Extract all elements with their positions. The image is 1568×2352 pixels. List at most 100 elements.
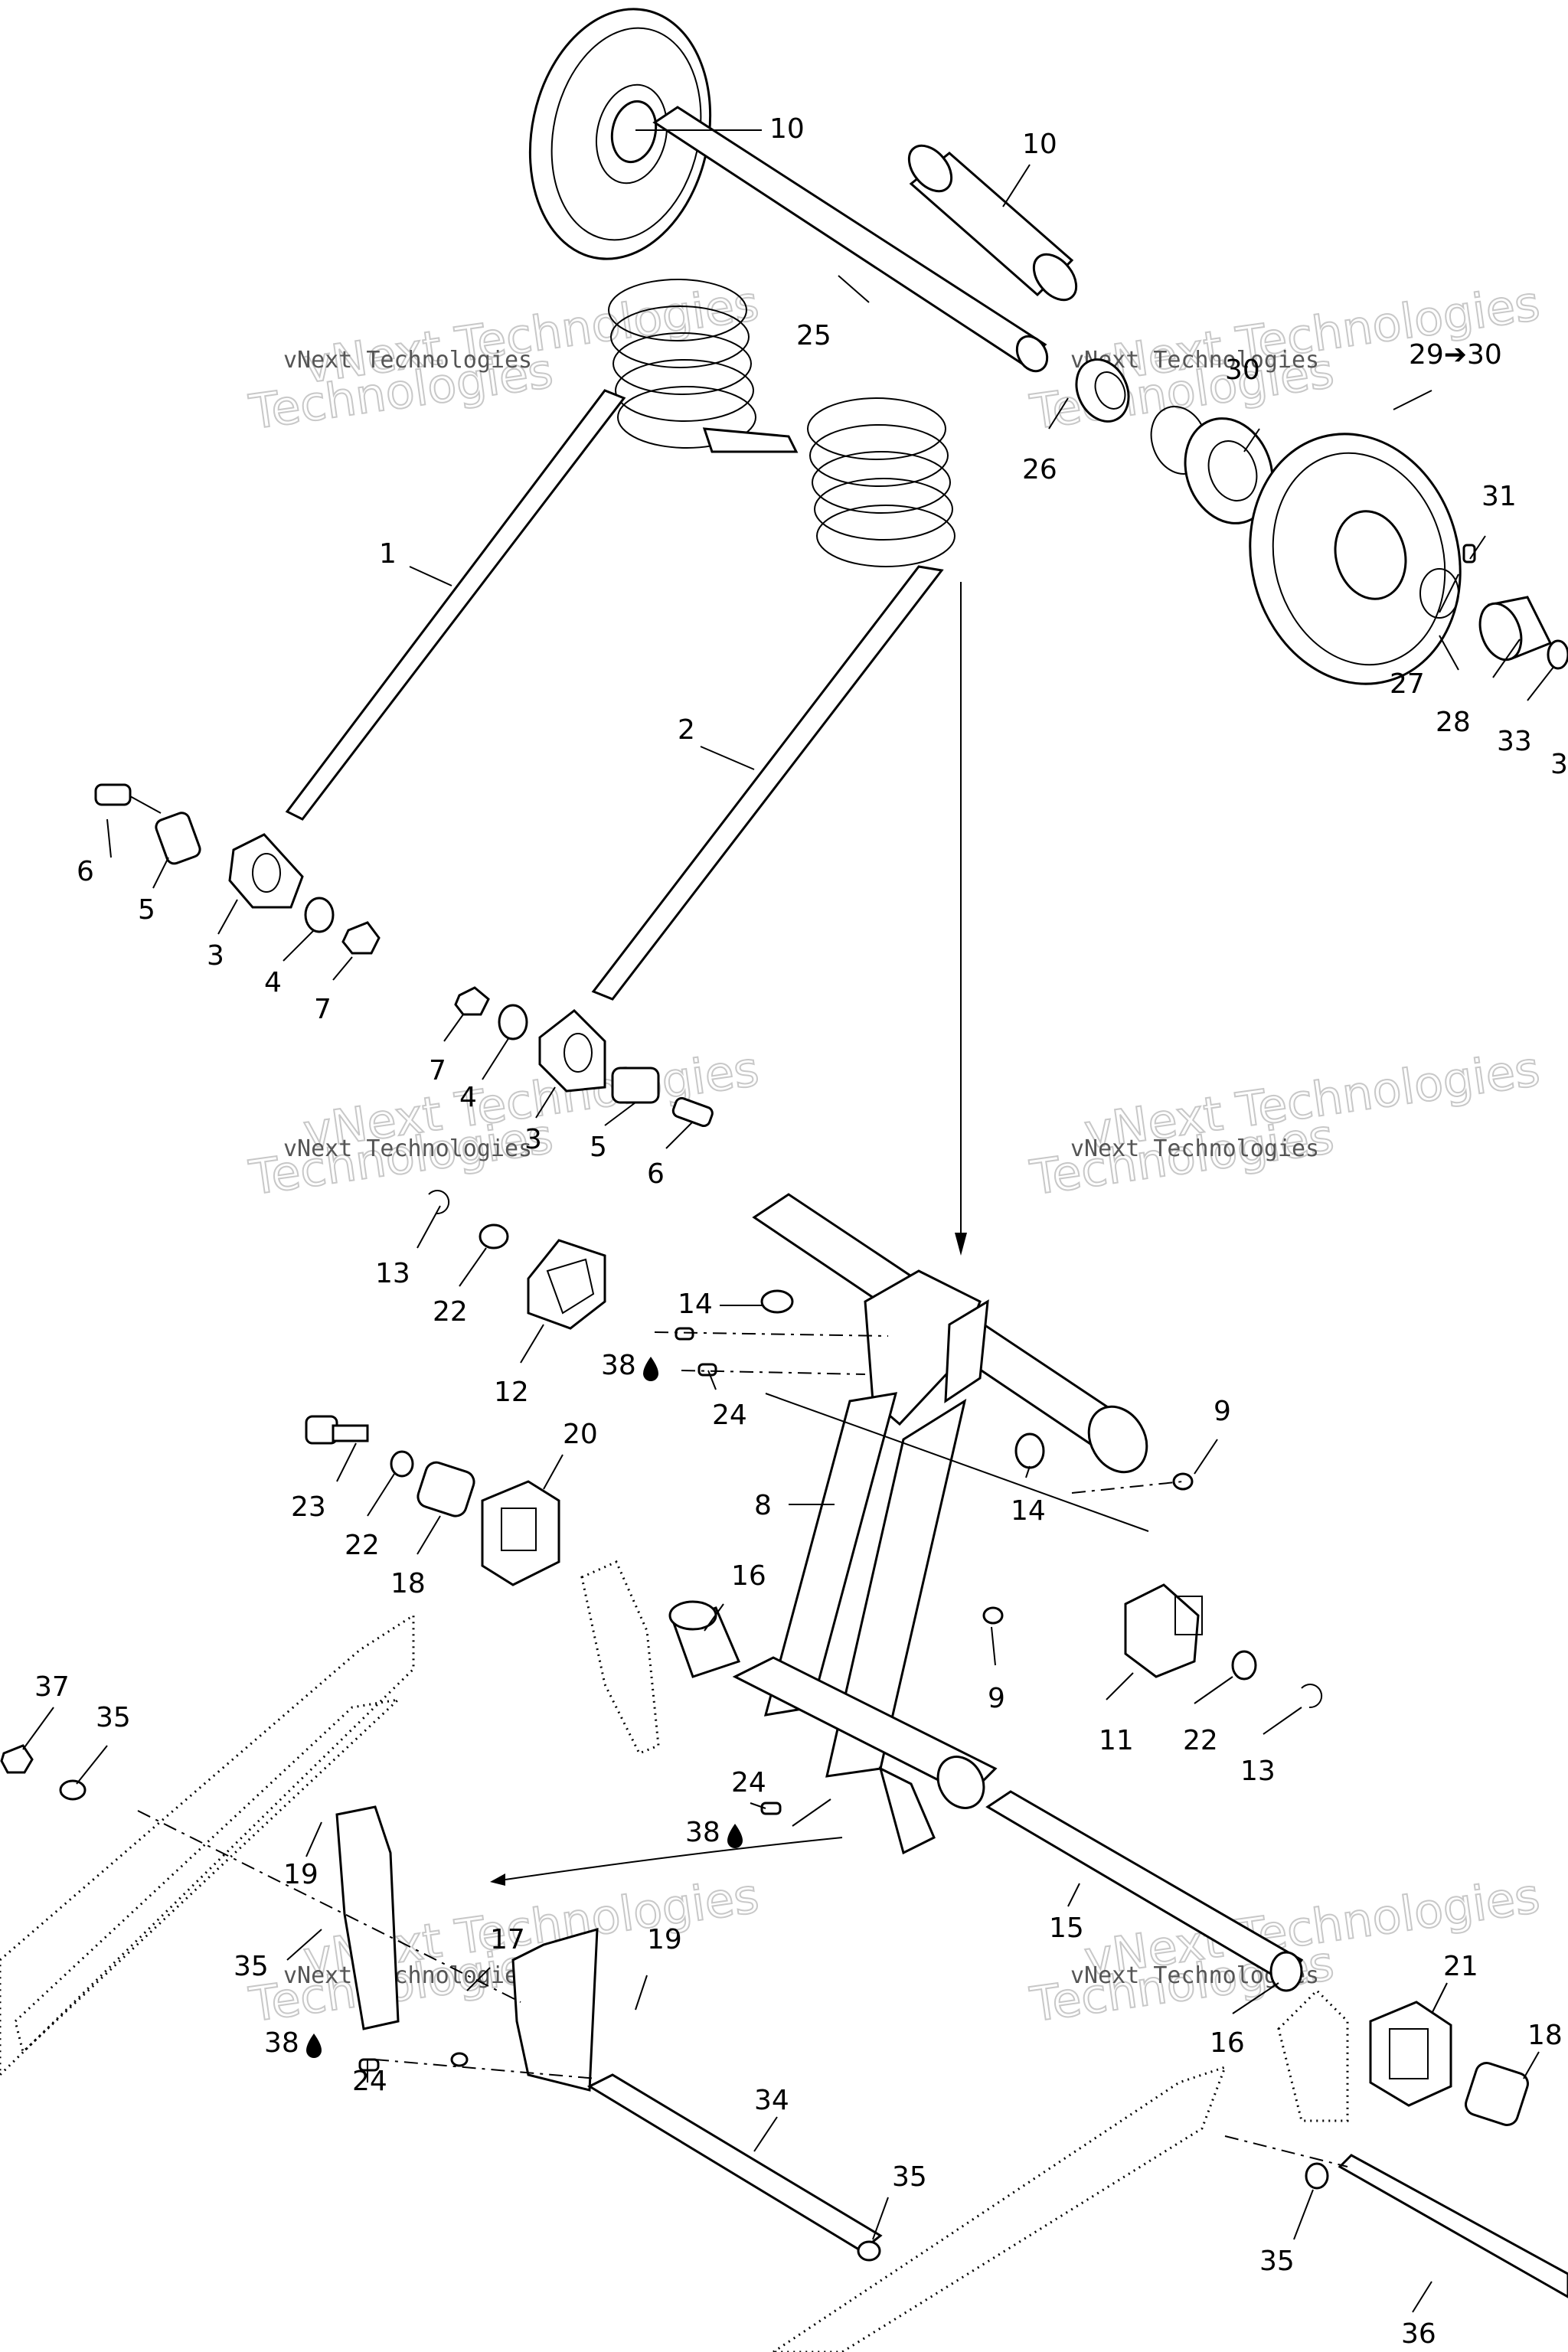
- axle-36: [1338, 2154, 1568, 2298]
- callout-26: 26: [1022, 454, 1057, 485]
- end-cap-12: [527, 1239, 606, 1330]
- assembly-centre-lines: [137, 1331, 1348, 2167]
- slide-bracket-left: [580, 1560, 660, 1755]
- callout-2: 2: [678, 714, 695, 746]
- clip-13a: [428, 1190, 450, 1215]
- curved-arrow: [490, 1837, 843, 1886]
- pin-31: [1462, 544, 1476, 564]
- idler-wheel-right: [1249, 433, 1462, 685]
- callout-35: 35: [96, 1702, 131, 1733]
- nut-37: [0, 1744, 34, 1774]
- spacer-tube: [907, 144, 1078, 302]
- callout-4: 4: [264, 967, 282, 998]
- callout-21: 21: [1443, 1951, 1478, 1982]
- washer-22b: [390, 1450, 414, 1478]
- watermark-3: Technologies vNext Technologies vNext Te…: [245, 1040, 763, 1207]
- callout-35: 35: [234, 1951, 269, 1982]
- bolt-23: [305, 1415, 369, 1445]
- callout-24: 24: [712, 1400, 747, 1431]
- callout-16: 16: [1210, 2027, 1245, 2059]
- grease-fitting-24c: [358, 2052, 469, 2072]
- callout-3: 3: [207, 940, 224, 972]
- callout-33: 33: [1497, 726, 1532, 757]
- nut-lower: [454, 986, 490, 1016]
- callout-13: 13: [375, 1258, 410, 1289]
- front-arm-frame: [732, 1193, 1149, 1855]
- bearing: [1184, 417, 1274, 524]
- svg-text:vNext Technologies: vNext Technologies: [283, 1962, 532, 1989]
- callout-15: 15: [1049, 1913, 1084, 1944]
- slide-rail-left: [0, 1613, 415, 2077]
- bushing-18b: [1465, 2062, 1529, 2126]
- torsion-spring-right: [591, 397, 956, 1001]
- watermark-4: Technologies vNext Technologies vNext Te…: [1026, 1040, 1544, 1207]
- cap-28: [1478, 596, 1553, 662]
- bolt-upper: [94, 783, 162, 814]
- callout-8: 8: [754, 1490, 772, 1521]
- rear-axle: [652, 106, 1049, 373]
- washer-22c: [1231, 1650, 1257, 1681]
- svg-text:vNext Technologies: vNext Technologies: [283, 347, 532, 374]
- callout-22: 22: [433, 1296, 468, 1328]
- callout-31: 31: [1481, 481, 1517, 512]
- washer-33: [1547, 639, 1568, 670]
- callout-12: 12: [494, 1377, 529, 1408]
- bracket-right-small: [1277, 1988, 1349, 2122]
- end-cap-11: [1124, 1583, 1203, 1678]
- callout-22: 22: [1183, 1725, 1218, 1756]
- callout-25: 25: [796, 320, 831, 351]
- watermark-1: Technologies vNext Technologies vNext Te…: [245, 274, 763, 441]
- callout-16: 16: [731, 1560, 766, 1592]
- callout-38-drop: 38: [685, 1817, 743, 1848]
- callout-35: 35: [892, 2161, 927, 2193]
- callout-18: 18: [390, 1568, 426, 1599]
- washer-22a: [479, 1223, 509, 1250]
- callout-24: 24: [731, 1767, 766, 1798]
- callout-35: 35: [1259, 2246, 1295, 2277]
- rear-bracket-right: [511, 1927, 599, 2092]
- bushing-18a: [416, 1461, 475, 1517]
- svg-text:vNext Technologies: vNext Technologies: [283, 1135, 532, 1162]
- callout-22: 22: [345, 1530, 380, 1561]
- idler-wheel-left: [528, 8, 712, 260]
- callout-36: 36: [1401, 2318, 1436, 2350]
- callout-19: 19: [283, 1859, 318, 1890]
- screw-9a: [1172, 1472, 1194, 1491]
- rear-bracket-left: [335, 1805, 400, 2030]
- sleeve-16b: [1269, 1951, 1303, 1992]
- callout-4: 4: [459, 1082, 477, 1113]
- bushing-14a: [760, 1289, 794, 1314]
- washer-lower: [498, 1004, 528, 1040]
- svg-text:38: 38: [601, 1350, 636, 1381]
- callout-labels: 10 10 25 26 29➔30 30 31 27 28 33 3 1 2 6…: [34, 113, 1568, 2350]
- callout-29-30: 29➔30: [1409, 339, 1502, 371]
- sleeve-16a: [668, 1600, 741, 1678]
- callout-9: 9: [1214, 1396, 1231, 1427]
- bushing-14b: [1014, 1432, 1045, 1469]
- callout-27: 27: [1390, 668, 1425, 700]
- callout-24: 24: [352, 2066, 387, 2097]
- screw-9b: [982, 1606, 1004, 1625]
- callout-23: 23: [291, 1491, 326, 1523]
- callout-19: 19: [647, 1924, 682, 1955]
- callout-1: 1: [379, 538, 397, 570]
- svg-text:vNext Technologies: vNext Technologies: [1070, 1135, 1319, 1162]
- spring-block-upper: [228, 833, 304, 909]
- end-cap-20: [481, 1480, 560, 1586]
- bushing-upper: [155, 812, 201, 865]
- callout-38-drop: 38: [601, 1350, 658, 1381]
- callout-5: 5: [590, 1132, 607, 1163]
- clip-13b: [1301, 1684, 1323, 1709]
- callout-11: 11: [1099, 1725, 1134, 1756]
- grease-fitting-24b: [760, 1802, 782, 1815]
- circlip-27: [1419, 568, 1459, 619]
- washer-35a: [59, 1779, 87, 1801]
- svg-text:38: 38: [264, 2027, 299, 2059]
- axle-34: [586, 2073, 883, 2252]
- callout-9: 9: [988, 1683, 1005, 1714]
- svg-text:38: 38: [685, 1817, 720, 1848]
- bolt-lower: [671, 1096, 714, 1128]
- washer-35b: [857, 2240, 881, 2262]
- callout-3-right: 3: [1550, 749, 1568, 780]
- spring-block-lower: [538, 1009, 606, 1093]
